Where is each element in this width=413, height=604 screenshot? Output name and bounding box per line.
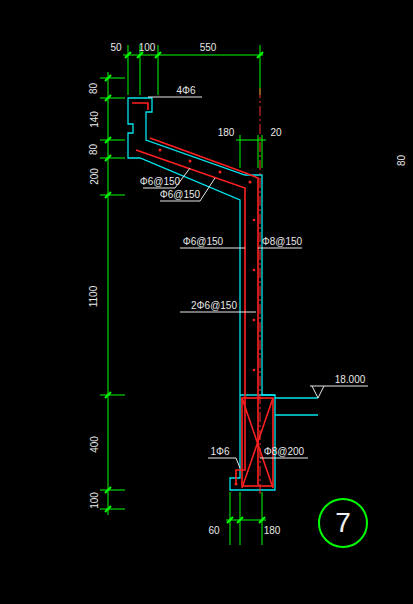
dimension-text: 140 xyxy=(89,111,100,128)
annotation-text: Φ6@150 xyxy=(160,189,200,200)
annotation-text: Φ6@150 xyxy=(140,176,180,187)
annotation-text: 100 xyxy=(139,42,156,53)
annotation-text: 2Φ6@150 xyxy=(191,300,237,311)
annotation-text: 4Φ6 xyxy=(176,85,195,96)
annotation-text: 180 xyxy=(264,525,281,536)
dimension-text: 200 xyxy=(89,168,100,185)
annotation-text: 20 xyxy=(270,127,281,138)
annotation-text: 60 xyxy=(208,525,219,536)
annotation-text: 18.000 xyxy=(335,374,366,385)
dimension-text: 400 xyxy=(89,436,100,453)
annotation-text: Φ6@150 xyxy=(183,236,223,247)
annotation-text: 50 xyxy=(110,42,121,53)
detail-number: 7 xyxy=(335,508,351,538)
annotation-text: Φ8@150 xyxy=(262,236,302,247)
annotation-text: 1Φ6 xyxy=(210,446,229,457)
annotation-text: Φ8@200 xyxy=(264,446,304,457)
annotation-text: 180 xyxy=(218,127,235,138)
dimension-text: 1100 xyxy=(88,285,99,307)
dimension-text: 80 xyxy=(89,82,100,93)
dimension-text: 100 xyxy=(89,492,100,509)
dimension-text: 80 xyxy=(397,154,408,165)
detail-callout-circle: 7 xyxy=(318,498,368,548)
dimension-text: 80 xyxy=(89,143,100,154)
annotation-text: 550 xyxy=(200,42,217,53)
